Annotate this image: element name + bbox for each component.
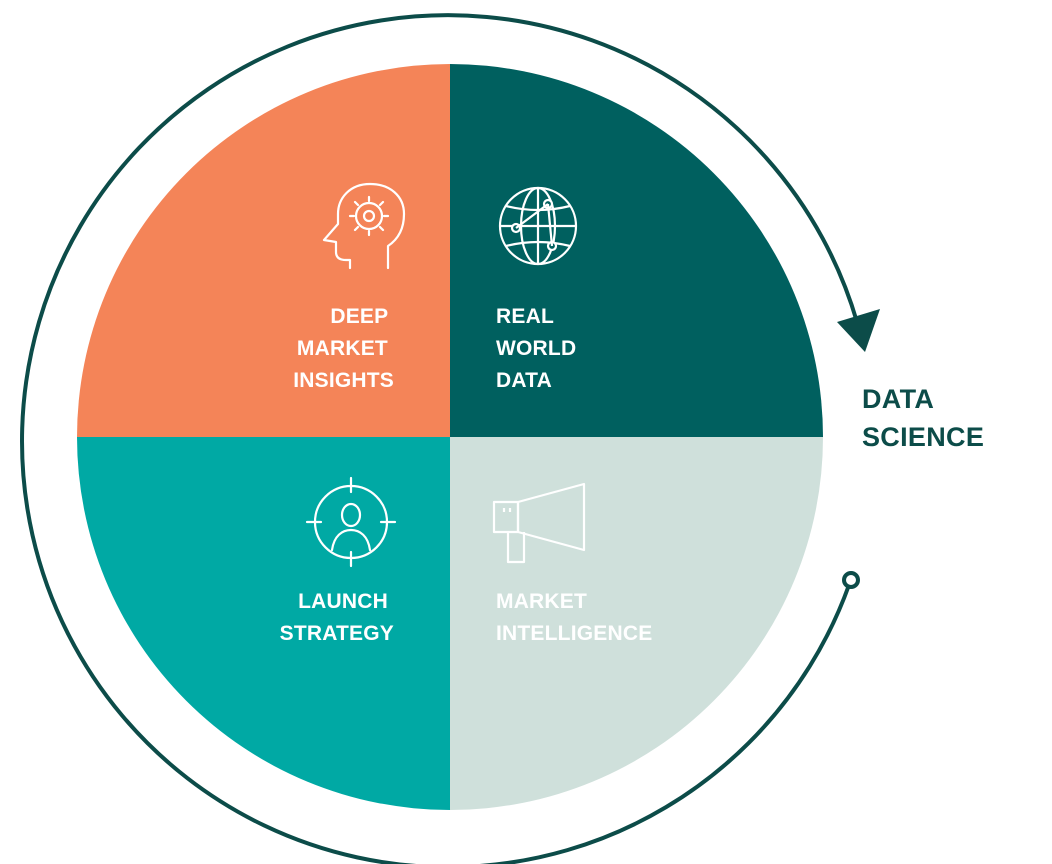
cycle-title: DATA SCIENCE	[862, 380, 984, 456]
label-line: LAUNCH	[298, 590, 388, 613]
quadrant-label-market-intelligence: MARKET INTELLIGENCE	[496, 590, 652, 645]
cycle-start-dot	[842, 571, 860, 589]
globe-network-icon	[498, 186, 578, 266]
label-line: REAL	[496, 305, 554, 328]
quadrant-label-deep-market-insights: DEEP MARKET INSIGHTS	[293, 305, 394, 392]
label-line: MARKET	[496, 590, 587, 613]
label-line: MARKET	[297, 337, 388, 360]
label-line: DEEP	[330, 305, 388, 328]
quadrant-label-real-world-data: REAL WORLD DATA	[496, 305, 582, 392]
cycle-title-line2: SCIENCE	[862, 422, 985, 452]
quadrant-deep-market-insights	[77, 64, 450, 437]
quadrant-launch-strategy	[77, 437, 450, 810]
label-line: INSIGHTS	[293, 369, 394, 392]
cycle-arrowhead	[837, 309, 880, 352]
quadrant-real-world-data	[450, 64, 823, 437]
label-line: DATA	[496, 369, 552, 392]
cycle-title-line1: DATA	[862, 384, 935, 414]
megaphone-icon	[492, 482, 586, 564]
target-person-icon	[305, 476, 397, 568]
quadrant-label-launch-strategy: LAUNCH STRATEGY	[280, 590, 394, 645]
head-gear-icon	[322, 182, 406, 270]
label-line: STRATEGY	[280, 622, 394, 645]
quadrant-market-intelligence	[450, 437, 823, 810]
cycle-arc	[20, 13, 859, 864]
label-line: INTELLIGENCE	[496, 622, 652, 645]
label-line: WORLD	[496, 337, 576, 360]
